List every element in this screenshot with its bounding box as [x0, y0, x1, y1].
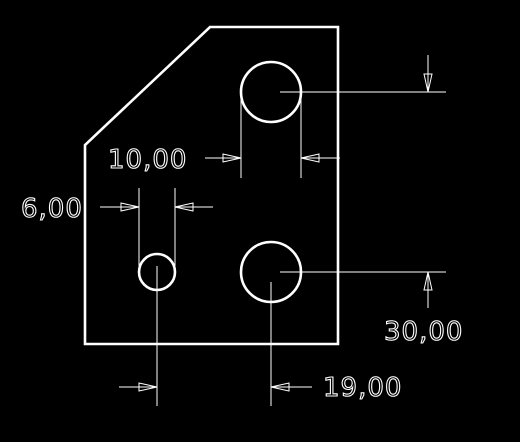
extension-lines [138, 91, 446, 406]
part-outline[interactable] [83, 25, 340, 346]
dimension-label-hole-diameter[interactable]: 10,00 [107, 144, 187, 175]
arrowhead-slot-width-right [174, 202, 194, 212]
dimension-arrows [100, 55, 433, 392]
dimension-label-slot-width[interactable]: 6,00 [20, 193, 83, 224]
arrowhead-slot-width-left [120, 202, 140, 212]
dimension-labels: 10,00 6,00 30,00 19,00 [20, 144, 463, 403]
arrowhead-vertical-spacing-bottom [423, 271, 433, 291]
dimension-label-horizontal-spacing[interactable]: 19,00 [322, 372, 402, 403]
arrowhead-horizontal-spacing-right [270, 382, 290, 392]
arrowhead-hole-diameter-right [300, 153, 320, 163]
arrowhead-horizontal-spacing-left [138, 382, 158, 392]
arrowhead-vertical-spacing-top [423, 73, 433, 93]
part-geometry [83, 25, 340, 346]
dimension-label-vertical-spacing[interactable]: 30,00 [383, 316, 463, 347]
arrowhead-hole-diameter-left [222, 153, 242, 163]
